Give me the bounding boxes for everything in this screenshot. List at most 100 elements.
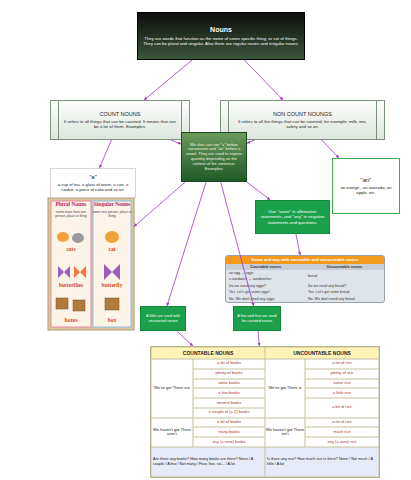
box-picture [105, 298, 119, 310]
rule-box: A little are used with uncounted nouns [140, 306, 186, 331]
table-cell: any (= zero) rice [305, 437, 379, 447]
butterfly-picture [74, 266, 86, 278]
box-title: COUNT NOUNS [100, 111, 141, 118]
box-picture [73, 300, 85, 311]
rule-box: Use "some" in affirmative statements, an… [255, 200, 330, 234]
poster-word: butterfly [92, 282, 132, 290]
poster-word: boxes [51, 317, 91, 325]
poster-heading: Singular Nouns [92, 201, 132, 211]
row-label: We haven't got There aren't [151, 418, 193, 447]
table-cell: a few books [193, 388, 265, 398]
connector-arrow [322, 140, 339, 158]
table-header: Some and any with countable and uncounta… [226, 256, 384, 264]
poster-word: cats [51, 246, 91, 254]
root-concept-box: NounsThey are words that function as the… [137, 12, 305, 60]
table-cell: Yes. Let's get some eggs! [226, 289, 305, 295]
box-text: a cup of tea, a glass of water, a can, a… [55, 182, 131, 192]
connector-arrow [177, 331, 193, 346]
example-box: "a"a cup of tea, a glass of water, a can… [50, 168, 136, 198]
table-cell: some rice [305, 379, 379, 389]
connector-arrow [247, 182, 271, 200]
butterfly-picture [58, 266, 70, 278]
poster-image: Plural Nounsname more than one person, p… [48, 198, 134, 330]
box-text: A little are used with uncounted nouns [143, 314, 183, 323]
column-header: Countable nouns [226, 264, 305, 270]
table-cell: some books [193, 379, 265, 389]
box-title: "an" [361, 177, 372, 184]
poster-word: butterflies [51, 282, 91, 290]
row-label: We haven't got There isn't [265, 418, 305, 447]
example-box: "an"an orange , an avocado, an apple, et… [332, 158, 400, 214]
table-cell: Do we need any bread? [305, 283, 384, 289]
box-text: Use "some" in affirmative statements, an… [258, 209, 327, 224]
row-label: We've got There is [265, 359, 305, 418]
table-cell: any (= zero) books [193, 437, 265, 447]
connector-arrow [134, 182, 185, 227]
connector-arrow [247, 140, 255, 143]
box-text: A few and few are used for counted nouns [236, 314, 278, 323]
table-cell: a little rice [305, 388, 379, 398]
poster-panel [93, 201, 131, 327]
question-cell: Are there any books? How many books are … [151, 447, 265, 477]
table-cell: plenty of rice [305, 369, 379, 379]
connector-arrow [296, 234, 300, 255]
table-cell: No. We don't need any bread. [305, 296, 384, 302]
connector-arrow [144, 60, 192, 100]
connector-arrow [258, 331, 259, 346]
table-cell: a lot of books [193, 418, 265, 428]
box-title: NON COUNT NOUNGS [273, 111, 332, 118]
box-text: They can be plural and singular. Also th… [143, 41, 299, 46]
row-label: We've got There are [151, 359, 193, 418]
table-cell: a couple of (= 2) books [193, 408, 265, 418]
table-cell: many books [193, 427, 265, 437]
box-text: an orange , an avocado, an apple, etc. [337, 185, 395, 195]
box-picture [56, 298, 68, 309]
table-cell: a lot of books [193, 359, 265, 369]
table-header: UNCOUNTABLE NOUNS [265, 347, 379, 359]
table-cell: bread [305, 270, 384, 283]
box-text: We also can use "a" before consonants an… [184, 143, 244, 172]
poster-word: cat [92, 246, 132, 254]
poster-panel [51, 201, 91, 327]
connector-arrow [99, 140, 111, 168]
poster-heading: Plural Nouns [51, 201, 91, 211]
table-cell: much rice [305, 427, 379, 437]
table-cell: a sandwich → sandwiches [226, 276, 305, 282]
connector-arrow [244, 60, 283, 100]
example-table: Some and any with countable and uncounta… [225, 255, 385, 303]
connector-arrow [171, 140, 181, 144]
column-header: Uncountable nouns [305, 264, 384, 270]
table-cell: an egg → eggs [226, 270, 305, 276]
box-title: Nouns [210, 26, 232, 34]
table-cell: No. We don't need any eggs. [226, 296, 305, 302]
cat-picture [72, 233, 84, 243]
butterfly-picture [104, 264, 120, 280]
poster-subtitle: name more than one person, place or thin… [51, 211, 91, 225]
table-cell: a bit of rice [305, 398, 379, 418]
box-text: They are words that function as the name… [144, 36, 297, 41]
table-header: COUNTABLE NOUNS [151, 347, 265, 359]
box-title: "a" [89, 174, 97, 181]
cat-picture [57, 232, 69, 242]
table-cell: Do we need any eggs? [226, 283, 305, 289]
note-box: We also can use "a" before consonants an… [181, 132, 247, 182]
rule-box: A few and few are used for counted nouns [233, 306, 281, 331]
table-cell: plenty of books [193, 369, 265, 379]
cat-picture [105, 231, 119, 243]
quantifier-table: COUNTABLE NOUNSUNCOUNTABLE NOUNSWe've go… [150, 346, 380, 478]
table-cell: several books [193, 398, 265, 408]
poster-subtitle: name one person, place or thing [92, 211, 132, 225]
table-cell: a lot of rice [305, 418, 379, 428]
connector-arrow [167, 182, 206, 306]
table-cell: a lot of rice [305, 359, 379, 369]
connector-arrow [221, 182, 254, 306]
table-cell: Yes. Let's get some bread. [305, 289, 384, 295]
concept-box: COUNT NOUNSIt refers to all things that … [50, 100, 190, 140]
poster-word: box [92, 317, 132, 325]
box-text: It refers to all things that can be coun… [62, 119, 178, 129]
question-cell: Is there any rice? How much rice is ther… [265, 447, 379, 477]
poster-board [48, 198, 134, 330]
box-text: It refers to all the things that can be … [232, 119, 373, 129]
